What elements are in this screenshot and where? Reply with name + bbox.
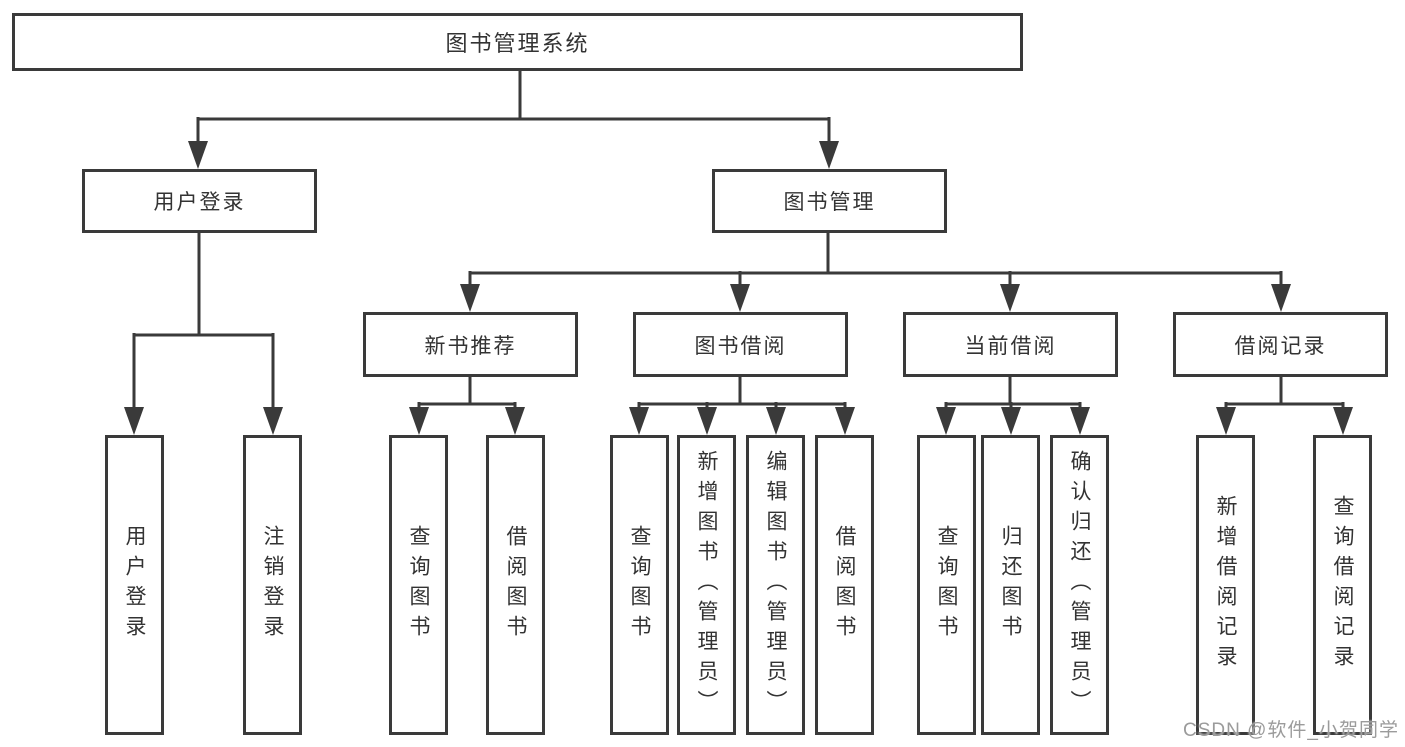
leaf-logout: 注销登录: [243, 435, 302, 735]
leaf-add-books-admin: 新增图书（管理员）: [677, 435, 736, 735]
node-current-borrow: 当前借阅: [903, 312, 1118, 377]
node-root-label: 图书管理系统: [445, 31, 590, 56]
leaf-logout-label: 注销登录: [261, 525, 284, 645]
leaf-add-borrow-record-label: 新增借阅记录: [1214, 495, 1237, 675]
leaf-query-books-recommend-label: 查询图书: [407, 525, 430, 645]
node-book-borrow: 图书借阅: [633, 312, 848, 377]
leaf-borrow-books-recommend-label: 借阅图书: [504, 525, 527, 645]
node-root: 图书管理系统: [12, 13, 1023, 71]
node-borrow-records: 借阅记录: [1173, 312, 1388, 377]
leaf-return-books: 归还图书: [981, 435, 1040, 735]
leaf-confirm-return-admin-label: 确认归还（管理员）: [1068, 450, 1091, 720]
leaf-borrow-books: 借阅图书: [815, 435, 874, 735]
leaf-edit-books-admin: 编辑图书（管理员）: [746, 435, 805, 735]
leaf-confirm-return-admin: 确认归还（管理员）: [1050, 435, 1109, 735]
leaf-add-borrow-record: 新增借阅记录: [1196, 435, 1255, 735]
node-current-borrow-label: 当前借阅: [964, 334, 1057, 358]
leaf-query-books-recommend: 查询图书: [389, 435, 448, 735]
leaf-borrow-books-recommend: 借阅图书: [486, 435, 545, 735]
leaf-query-books-current-label: 查询图书: [935, 525, 958, 645]
node-new-book-recommend-label: 新书推荐: [424, 334, 517, 358]
node-user-login-label: 用户登录: [153, 191, 246, 214]
leaf-user-login: 用户登录: [105, 435, 164, 735]
leaf-query-borrow-record-label: 查询借阅记录: [1331, 495, 1354, 675]
node-user-login: 用户登录: [82, 169, 317, 233]
node-new-book-recommend: 新书推荐: [363, 312, 578, 377]
leaf-query-books-borrow-label: 查询图书: [628, 525, 651, 645]
node-borrow-records-label: 借阅记录: [1234, 334, 1327, 358]
leaf-query-books-current: 查询图书: [917, 435, 976, 735]
leaf-add-books-admin-label: 新增图书（管理员）: [695, 450, 718, 720]
leaf-user-login-label: 用户登录: [123, 525, 146, 645]
watermark: CSDN @软件_小贺同学: [1183, 720, 1399, 741]
arrowheads: [124, 141, 1353, 435]
node-book-management-label: 图书管理: [783, 191, 876, 214]
leaf-edit-books-admin-label: 编辑图书（管理员）: [764, 450, 787, 720]
leaf-query-borrow-record: 查询借阅记录: [1313, 435, 1372, 735]
leaf-borrow-books-label: 借阅图书: [833, 525, 856, 645]
leaf-query-books-borrow: 查询图书: [610, 435, 669, 735]
node-book-management: 图书管理: [712, 169, 947, 233]
node-book-borrow-label: 图书借阅: [694, 334, 787, 358]
leaf-return-books-label: 归还图书: [999, 525, 1022, 645]
